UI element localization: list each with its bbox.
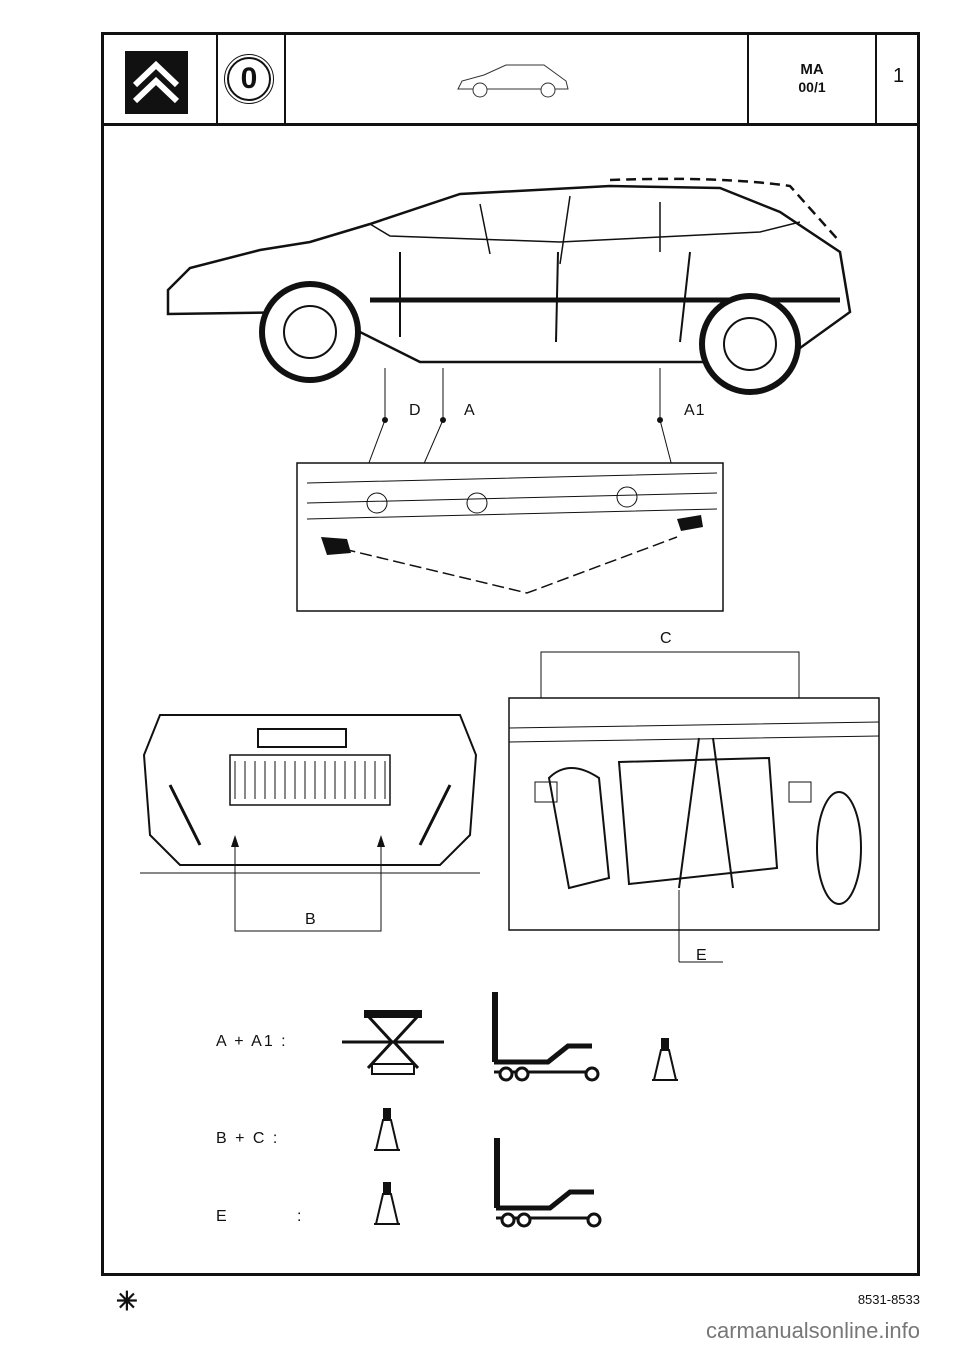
label-b: B [305,911,317,928]
legend-row-e-colon: : [297,1208,304,1225]
front-underside-view-illustration [140,714,480,932]
page-number-cell: 1 [877,35,917,123]
rear-underside-view-illustration [508,697,880,963]
legend-row-a-a1: A + A1 : [216,1033,288,1050]
car-silhouette-cell [286,35,749,123]
drawing-code: 8531-8533 [857,1292,920,1307]
legend-row-b-c: B + C : [216,1130,280,1147]
label-e: E [696,947,708,964]
watermark-text: carmanualsonline.info [705,1318,920,1343]
car-side-view-illustration [166,177,852,420]
trolley-jack-icon [494,1138,602,1228]
car-outline-icon [457,64,569,98]
axle-stand-icon [374,1182,400,1225]
manual-code-line1: MA [800,61,824,78]
axle-stand-icon [374,1108,400,1151]
legend-row-e-label: E [216,1208,229,1225]
manual-code-cell: MA 00/1 [749,35,877,123]
header-table: 0 MA 00/1 1 [104,35,917,126]
scissor-jack-icon [342,1010,444,1075]
citroen-logo-icon [125,51,188,114]
trolley-jack-icon [492,992,600,1082]
logo-cell [104,35,218,123]
section-number-cell: 0 [218,35,286,123]
label-c: C [660,630,673,647]
page-frame: 0 MA 00/1 1 [101,32,920,1276]
label-a1: A1 [684,402,706,419]
manual-code-line2: 00/1 [798,79,826,95]
axle-stand-icon [652,1038,678,1081]
underbody-side-jacking-points-illustration [296,462,724,612]
page-number: 1 [893,65,905,87]
section-number: 0 [224,54,274,104]
asterisk-icon: ✳ [116,1286,138,1316]
label-a: A [464,402,476,419]
label-d: D [409,402,422,419]
